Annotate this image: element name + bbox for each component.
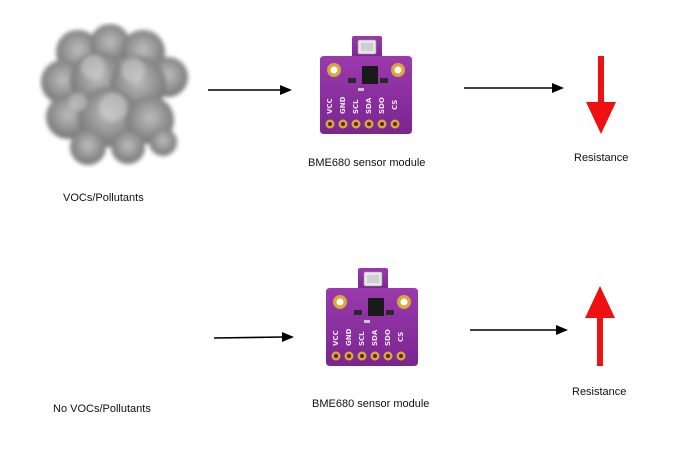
flow-arrow bbox=[464, 83, 564, 93]
pin-label: SCL bbox=[352, 99, 360, 114]
red-up-arrow-icon bbox=[585, 286, 615, 366]
pin-label: VCC bbox=[326, 98, 334, 114]
row-voc-present: VOCs/Pollutants VCC GND SCL bbox=[0, 0, 700, 228]
smoke-cloud-icon bbox=[41, 24, 188, 165]
pin-label: SDA bbox=[371, 329, 379, 346]
sensor-board-icon: VCC GND SCL SDA SDO CS bbox=[326, 268, 418, 366]
sensor-board-icon: VCC GND SCL SDA SDO CS bbox=[320, 36, 412, 134]
source-label: VOCs/Pollutants bbox=[63, 192, 144, 204]
module-label: BME680 sensor module bbox=[308, 157, 426, 169]
pin-label: CS bbox=[391, 100, 399, 110]
pin-label: CS bbox=[397, 332, 405, 342]
module-label: BME680 sensor module bbox=[312, 398, 430, 410]
result-label: Resistance bbox=[572, 386, 627, 398]
pin-label: VCC bbox=[332, 330, 340, 346]
result-label: Resistance bbox=[574, 152, 629, 164]
pin-label: SDA bbox=[365, 97, 373, 114]
pin-label: SDO bbox=[384, 329, 392, 346]
pin-label: GND bbox=[345, 328, 353, 346]
pin-label: GND bbox=[339, 96, 347, 114]
row-voc-absent: No VOCs/Pollutants VCC GND SCL SDA SDO C bbox=[0, 228, 700, 457]
pin-label: SDO bbox=[378, 97, 386, 114]
pin-label: SCL bbox=[358, 331, 366, 346]
source-label: No VOCs/Pollutants bbox=[53, 403, 151, 415]
flow-arrow bbox=[214, 332, 294, 342]
flow-arrow bbox=[470, 325, 568, 335]
flow-arrow bbox=[208, 85, 292, 95]
red-down-arrow-icon bbox=[586, 56, 616, 134]
